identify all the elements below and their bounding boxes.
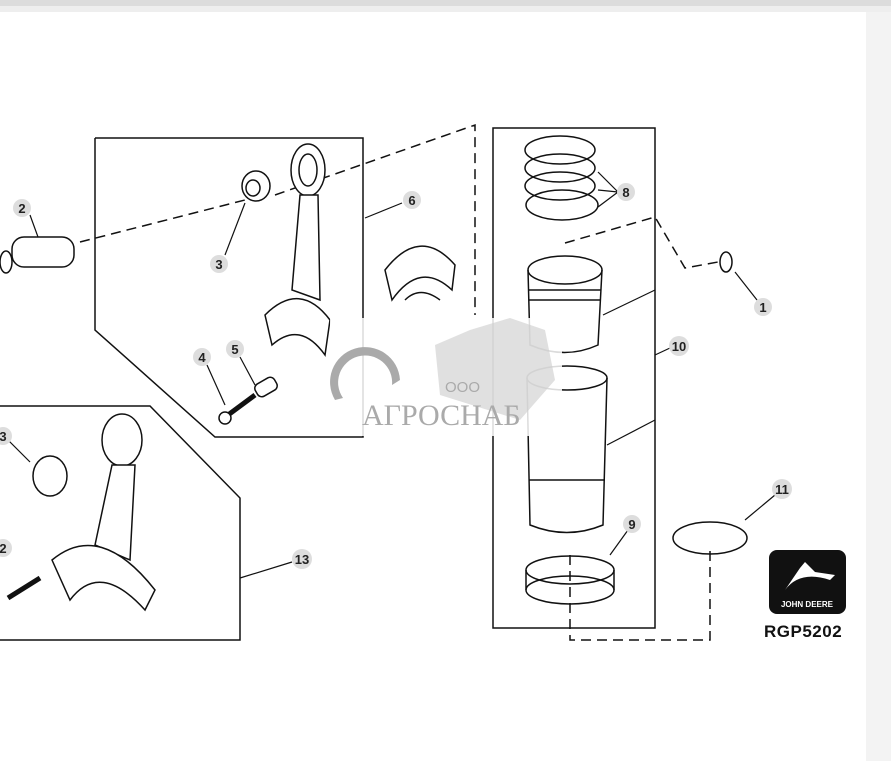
callout-1: 1 bbox=[759, 300, 766, 315]
callout-10: 10 bbox=[672, 339, 686, 354]
piston-rings bbox=[524, 135, 599, 221]
callout-3: 3 bbox=[215, 257, 222, 272]
callout-5: 5 bbox=[231, 342, 238, 357]
leader-lines bbox=[7, 171, 776, 579]
reference-code: RGP5202 bbox=[764, 622, 843, 641]
callout-11: 11 bbox=[775, 482, 789, 497]
callout-4: 4 bbox=[198, 350, 206, 365]
john-deere-logo: JOHN DEERE bbox=[769, 550, 846, 614]
rod-bolt bbox=[218, 376, 278, 425]
callout-2: 2 bbox=[18, 201, 25, 216]
callout-2-lower: 2 bbox=[0, 541, 7, 556]
callout-8: 8 bbox=[622, 185, 629, 200]
scrollbar-track[interactable] bbox=[866, 12, 891, 761]
o-ring bbox=[672, 521, 748, 555]
callout-6: 6 bbox=[408, 193, 415, 208]
liner-seal-rings bbox=[525, 555, 615, 605]
group-13-frame bbox=[0, 405, 241, 641]
snap-ring bbox=[719, 251, 733, 273]
group-6-frame bbox=[94, 137, 364, 438]
watermark-logo: ООО АГРОСНАБ bbox=[330, 318, 562, 436]
piston-pin bbox=[0, 236, 75, 274]
bushing bbox=[241, 170, 271, 202]
connecting-rod-assembly bbox=[6, 413, 156, 612]
watermark-name: АГРОСНАБ bbox=[362, 399, 521, 432]
callout-bubbles bbox=[0, 183, 792, 569]
watermark-prefix: ООО bbox=[445, 379, 480, 396]
callout-3-lower: 3 bbox=[0, 429, 7, 444]
logo-text: JOHN DEERE bbox=[781, 600, 834, 609]
top-bar bbox=[0, 0, 891, 6]
callout-9: 9 bbox=[628, 517, 635, 532]
dashed-leaders bbox=[79, 123, 719, 641]
callout-13: 13 bbox=[295, 552, 309, 567]
bearing-shells bbox=[384, 245, 456, 302]
connecting-rod bbox=[264, 143, 331, 357]
